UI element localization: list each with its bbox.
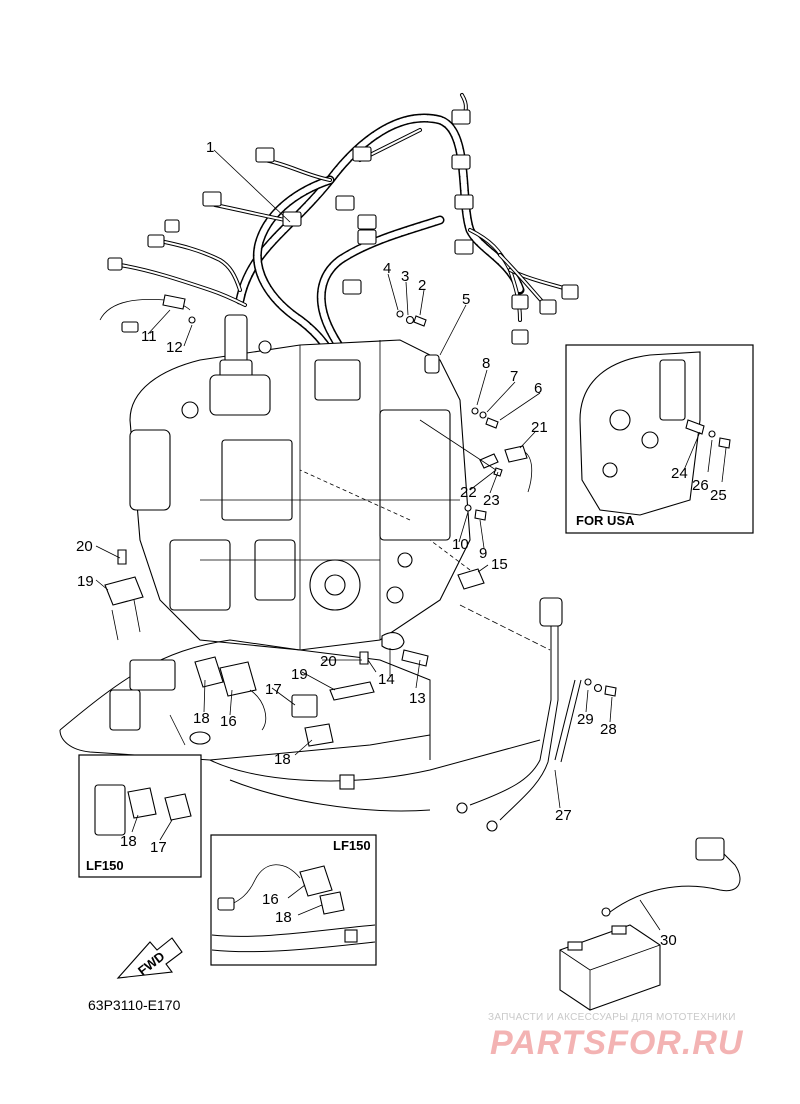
- callout-22: 22: [460, 484, 477, 501]
- callout-21: 21: [531, 419, 548, 436]
- callout-20-b: 20: [76, 538, 93, 555]
- diagram-code: 63P3110-E170: [88, 997, 181, 1013]
- callout-10: 10: [452, 536, 469, 553]
- callout-18: 18: [193, 710, 210, 727]
- fwd-arrow-icon: FWD: [116, 937, 183, 979]
- callout-16: 16: [220, 713, 237, 730]
- battery-30: [559, 837, 741, 1011]
- callout-23: 23: [483, 492, 500, 509]
- callout-numbers: 1 2 3 4 5 6 7 8 9 10 11 12 13 14 15 16 1…: [76, 139, 677, 949]
- callout-8: 8: [482, 355, 490, 372]
- battery-cable-27: [456, 597, 582, 832]
- inset-lf150-a: LF150 18 17: [78, 754, 202, 878]
- callout-1: 1: [206, 139, 214, 156]
- small-parts: [104, 310, 617, 747]
- engine-block: [129, 314, 471, 651]
- inset-lf150-b: LF150 16 18: [210, 834, 377, 966]
- callout-19: 19: [291, 666, 308, 683]
- wiring-harness: [99, 93, 579, 385]
- callout-5: 5: [462, 291, 470, 308]
- callout-27: 27: [555, 807, 572, 824]
- callout-11: 11: [141, 328, 157, 345]
- lower-cowling: [59, 639, 541, 812]
- callout-30: 30: [660, 932, 677, 949]
- lf150-label-a: LF150: [86, 858, 124, 873]
- callout-16-lf150b: 16: [262, 891, 279, 908]
- callout-9: 9: [479, 545, 487, 562]
- callout-7: 7: [510, 368, 518, 385]
- leader-lines: [95, 149, 661, 931]
- callout-3: 3: [401, 268, 409, 285]
- callout-24: 24: [671, 465, 688, 482]
- callout-14: 14: [378, 671, 395, 688]
- callout-29: 29: [577, 711, 594, 728]
- callout-2: 2: [418, 277, 426, 294]
- callout-19-b: 19: [77, 573, 94, 590]
- callout-15: 15: [491, 556, 508, 573]
- lf150-label-b: LF150: [333, 838, 371, 853]
- callout-20: 20: [320, 653, 337, 670]
- watermark-logo: PARTSFOR.RU: [490, 1024, 744, 1062]
- callout-4: 4: [383, 260, 391, 277]
- callout-12: 12: [166, 339, 183, 356]
- callout-17-lf150a: 17: [150, 839, 167, 856]
- callout-28: 28: [600, 721, 617, 738]
- inset-for-usa: FOR USA 24 26 25: [565, 344, 754, 534]
- callout-13: 13: [409, 690, 426, 707]
- callout-18-lf150b: 18: [275, 909, 292, 926]
- for-usa-label: FOR USA: [576, 513, 635, 528]
- callout-18-b: 18: [274, 751, 291, 768]
- callout-25: 25: [710, 487, 727, 504]
- callout-26: 26: [692, 477, 709, 494]
- callout-18-lf150a: 18: [120, 833, 137, 850]
- watermark-tagline: ЗАПЧАСТИ И АКСЕССУАРЫ ДЛЯ МОТОТЕХНИКИ: [488, 1012, 736, 1023]
- callout-17: 17: [265, 681, 282, 698]
- callout-6: 6: [534, 380, 542, 397]
